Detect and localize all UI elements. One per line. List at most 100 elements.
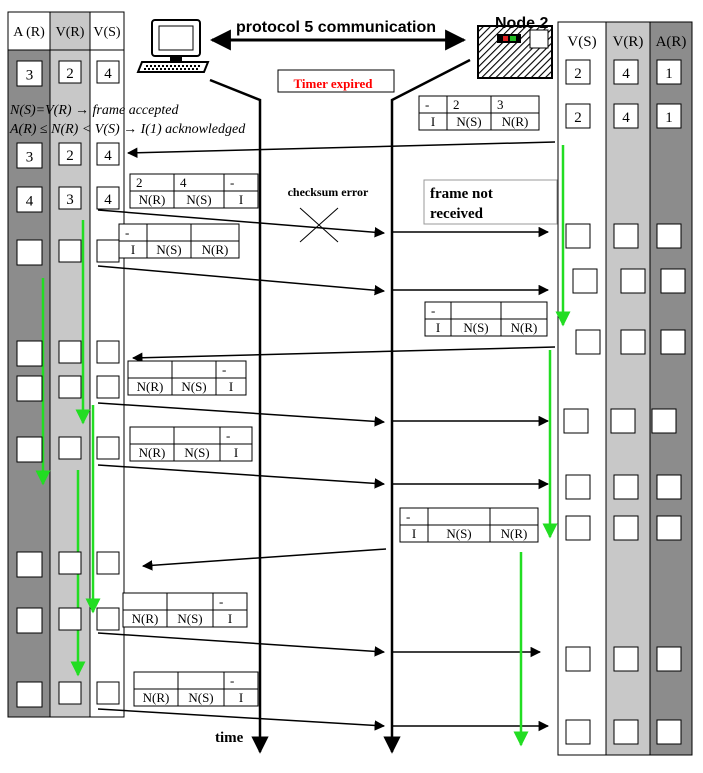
node2-state-cell [620, 329, 646, 355]
node2-state-value: 2 [574, 110, 582, 126]
frame-field-value: 3 [497, 97, 504, 112]
node2-state-cell [613, 515, 639, 541]
node1-state-cell [58, 681, 82, 705]
node2-state-cell [613, 103, 639, 129]
node1-state-value: 2 [66, 148, 74, 164]
frame-field-label: N(S) [177, 611, 202, 626]
node1-state-cell [96, 60, 120, 84]
frame-field-value: - [226, 428, 230, 443]
node1-header-ar: A (R) [13, 25, 45, 40]
node1-state-cell [96, 239, 120, 263]
frame-field-label: N(S) [181, 379, 206, 394]
arrow-node1-to-node2 [97, 632, 386, 657]
node1-header-vr: V(R) [56, 25, 85, 40]
computer-icon [136, 19, 210, 73]
router-icon [477, 25, 553, 79]
node1-state-cell [96, 375, 120, 399]
frame-field-value: - [431, 303, 435, 318]
frame-field-value: - [230, 673, 234, 688]
node2-state-cell [613, 223, 639, 249]
frame-field-value: 2 [453, 97, 460, 112]
frame-field-value: - [219, 594, 223, 609]
node2-state-cell [565, 515, 591, 541]
arrow-node1-to-node2 [97, 708, 386, 731]
node2-label: Node 2 [495, 15, 548, 32]
frame-not-received-line-2: received [430, 206, 484, 222]
node2-timeline [383, 58, 471, 754]
node2-state-value: 1 [665, 66, 673, 82]
node2-header-vs: V(S) [567, 34, 596, 50]
arrow-node2-to-node1 [141, 548, 387, 571]
frame-field-value: - [425, 97, 429, 112]
node2-state-cell [565, 719, 591, 745]
node1-state-value: 3 [26, 68, 34, 84]
node1-state-cell [96, 551, 120, 575]
node1-state-value: 3 [66, 192, 74, 208]
frame-field-label: I [229, 379, 233, 394]
frame-field-label: N(R) [143, 690, 170, 705]
node2-state-cell [656, 515, 682, 541]
frame-field-value: 4 [180, 175, 187, 190]
node1-header-cell [49, 11, 91, 51]
node2-state-cell [656, 223, 682, 249]
node1-state-cell [16, 607, 43, 634]
frame-field-label: I [234, 445, 238, 460]
node2-state-cell [613, 646, 639, 672]
node2-state-cell [656, 646, 682, 672]
node2-state-cell [651, 408, 677, 434]
node2-header-vr: V(R) [613, 34, 644, 50]
frame-field-label: I [239, 192, 243, 207]
node1-state-cell [16, 551, 43, 578]
diagram-title: protocol 5 communication [236, 19, 436, 36]
node1-state-cell [96, 142, 120, 166]
arrow-node1-to-node2 [97, 402, 386, 427]
checksum-cross [299, 207, 339, 243]
checksum-label: checksum error [288, 185, 369, 199]
arrow-node1-to-node2 [97, 265, 386, 296]
node1-state-value: 4 [104, 192, 112, 208]
node2-state-cell [613, 474, 639, 500]
node2-state-cell [563, 408, 589, 434]
node2-state-cell [656, 59, 682, 85]
timer-box [277, 69, 395, 93]
node1-timeline [209, 78, 269, 754]
frame-field-label: N(S) [463, 320, 488, 335]
node2-state-cell [572, 268, 598, 294]
node1-state-value: 4 [104, 148, 112, 164]
node2-vs-column [557, 21, 607, 756]
arrow-node2-to-node1 [126, 141, 556, 159]
frame-field-label: I [239, 690, 243, 705]
frame-field-value: 2 [136, 175, 143, 190]
node1-state-value: 3 [26, 150, 34, 166]
frame-field-label: N(R) [202, 242, 229, 257]
frame-field-value: - [230, 175, 234, 190]
node2-state-value: 2 [574, 66, 582, 82]
node2-state-cell [613, 719, 639, 745]
arrow-node1-to-node2-lost [97, 209, 386, 238]
node1-state-value: 2 [66, 66, 74, 82]
node1-state-cell [58, 142, 82, 166]
time-label: time [215, 730, 244, 746]
frame-field-label: N(R) [139, 445, 166, 460]
frame-field-label: I [436, 320, 440, 335]
timer-label: Timer expired [293, 76, 373, 91]
frame-not-received-line-1: frame not [430, 186, 493, 202]
node2-state-value: 4 [622, 66, 630, 82]
frame-field-label: N(S) [186, 192, 211, 207]
node1-state-cell [58, 436, 82, 460]
node1-state-cell [58, 60, 82, 84]
node2-state-value: 4 [622, 110, 630, 126]
node1-state-value: 4 [26, 194, 34, 210]
node2-state-cell [660, 268, 686, 294]
node1-state-cell [58, 551, 82, 575]
node1-state-cell [96, 186, 120, 210]
frame-field-label: I [412, 526, 416, 541]
frame-field-label: N(R) [511, 320, 538, 335]
frame-field-label: I [131, 242, 135, 257]
node2-state-cell [613, 59, 639, 85]
frame-field-label: I [431, 114, 435, 129]
node1-state-cell [58, 186, 82, 210]
node2-state-cell [610, 408, 636, 434]
node2-ar-column [649, 21, 693, 756]
